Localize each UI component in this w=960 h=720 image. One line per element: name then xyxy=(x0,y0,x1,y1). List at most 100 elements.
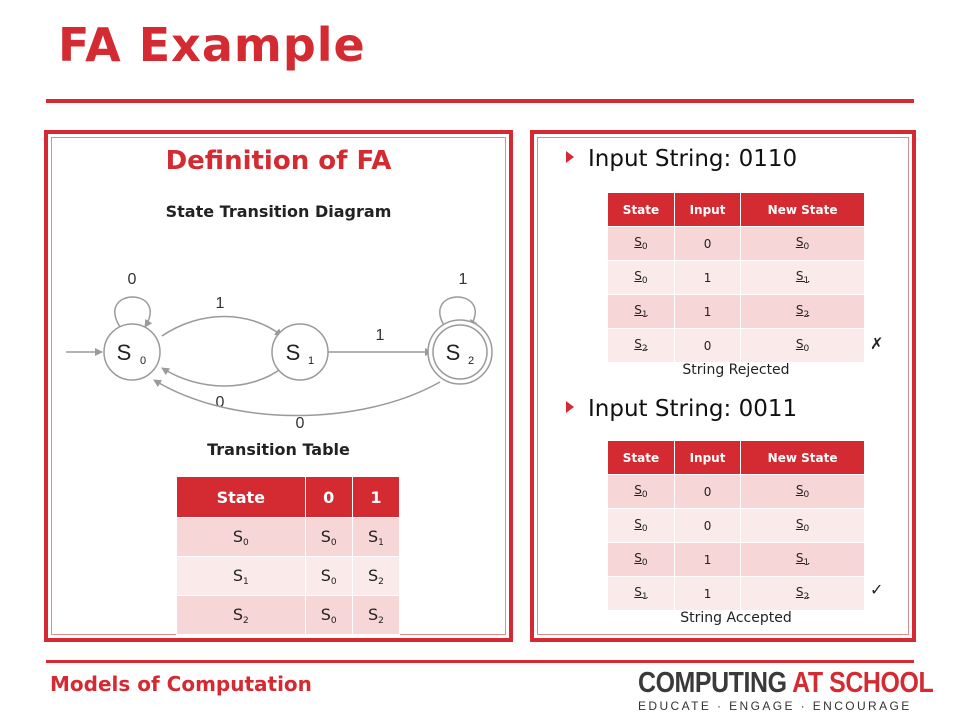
definition-panel-inner-border xyxy=(51,137,506,635)
state-s0-circle xyxy=(103,323,161,381)
state-s1-label: S xyxy=(286,340,301,365)
table-cell: S2 xyxy=(351,556,401,596)
edge-label-s1-s2: 1 xyxy=(376,327,385,344)
example2-result: String Accepted xyxy=(680,610,792,626)
computing-at-school-logo: COMPUTING AT SCHOOL EDUCATE · ENGAGE · E… xyxy=(638,667,934,714)
table-row: S1 S0 S2 xyxy=(176,556,401,596)
example1-heading-text: Input String: 0110 xyxy=(588,146,798,172)
header-input-0: 0 xyxy=(304,476,353,518)
state-s2-circle xyxy=(432,324,488,380)
table-cell: S1 xyxy=(351,517,401,557)
table-cell: S0 xyxy=(740,328,865,363)
diagram-title: State Transition Diagram xyxy=(165,202,392,221)
table-cell: S0 xyxy=(304,517,353,557)
transition-table: State 0 1 S0 S0 S1 S1 S0 S2 S2 S0 S2 xyxy=(176,476,401,635)
table-cell: S0 xyxy=(607,260,675,295)
state-s2-label: S xyxy=(446,340,461,365)
table-cell: S2 xyxy=(740,294,865,329)
table-cell: S0 xyxy=(607,508,675,543)
table-row: S2 0 S0 xyxy=(607,328,865,363)
table-cell: S2 xyxy=(176,595,306,635)
table-cell: S0 xyxy=(176,517,306,557)
table-cell: S1 xyxy=(607,294,675,329)
example1-table: State Input New State S0 0 S0 S0 1 S1 S1… xyxy=(607,192,865,363)
table-row: S1 1 S2 xyxy=(607,576,865,611)
table-cell: S1 xyxy=(740,542,865,577)
edge-s0-s1 xyxy=(161,315,283,337)
table-row: S0 0 S0 xyxy=(607,226,865,261)
edge-label-s0-self: 0 xyxy=(128,271,137,288)
table-cell: S1 xyxy=(176,556,306,596)
edge-label-s0-s1: 1 xyxy=(216,295,225,312)
table-cell: 1 xyxy=(673,576,742,611)
table-cell: S1 xyxy=(607,576,675,611)
transition-table-title: Transition Table xyxy=(207,440,350,459)
state-transition-diagram: 0 1 0 1 1 0 S 0 S 1 S 2 xyxy=(66,271,493,432)
col-input: Input xyxy=(673,440,742,475)
rejected-cross-icon: ✗ xyxy=(870,334,884,353)
col-input: Input xyxy=(673,192,742,227)
header-state: State xyxy=(176,476,306,518)
edge-label-s1-s0: 0 xyxy=(216,394,225,411)
table-cell: 0 xyxy=(673,226,742,261)
bullet-arrow-icon xyxy=(566,401,574,413)
state-s2-sub: 2 xyxy=(468,355,474,367)
definition-heading: Definition of FA xyxy=(165,146,392,176)
edge-s0-self xyxy=(114,296,153,328)
col-state: State xyxy=(607,440,675,475)
table-row: S2 S0 S2 xyxy=(176,595,401,635)
state-s0-sub: 0 xyxy=(140,355,146,367)
table-cell: S0 xyxy=(304,556,353,596)
example2-heading: Input String: 0011 xyxy=(566,396,797,422)
definition-panel: Definition of FA State Transition Diagra… xyxy=(44,130,513,642)
table-row: S0 1 S1 xyxy=(607,542,865,577)
col-new-state: New State xyxy=(740,192,865,227)
table-row: S0 0 S0 xyxy=(607,508,865,543)
table-cell: S0 xyxy=(607,542,675,577)
table-row: S0 0 S0 xyxy=(607,474,865,509)
edge-label-s2-s0: 0 xyxy=(296,415,305,432)
table-cell: S0 xyxy=(304,595,353,635)
edge-s2-self xyxy=(439,296,478,328)
logo-wordmark: COMPUTING AT SCHOOL xyxy=(638,667,934,699)
table-row: S0 1 S1 xyxy=(607,260,865,295)
accepted-check-icon: ✓ xyxy=(870,580,884,599)
examples-panel: Input String: 0110 State Input New State… xyxy=(530,130,916,642)
example1-table-header: State Input New State xyxy=(607,192,865,227)
state-s1-circle xyxy=(271,323,329,381)
table-cell: S2 xyxy=(740,576,865,611)
logo-part2: AT SCHOOL xyxy=(792,667,934,699)
table-cell: 1 xyxy=(673,542,742,577)
table-cell: 1 xyxy=(673,294,742,329)
logo-tagline: EDUCATE · ENGAGE · ENCOURAGE xyxy=(638,699,912,713)
table-cell: S0 xyxy=(740,474,865,509)
state-s0-label: S xyxy=(117,340,132,365)
bullet-arrow-icon xyxy=(566,151,574,163)
table-cell: S0 xyxy=(607,474,675,509)
table-cell: S0 xyxy=(740,226,865,261)
table-cell: S2 xyxy=(607,328,675,363)
footer-divider xyxy=(46,660,914,663)
table-cell: S2 xyxy=(351,595,401,635)
example2-table: State Input New State S0 0 S0 S0 0 S0 S0… xyxy=(607,440,865,611)
table-cell: 0 xyxy=(673,474,742,509)
col-new-state: New State xyxy=(740,440,865,475)
example1-heading: Input String: 0110 xyxy=(566,146,797,172)
logo-part1: COMPUTING xyxy=(638,667,793,699)
edge-label-s2-self: 1 xyxy=(459,271,468,288)
transition-table-header: State 0 1 xyxy=(176,476,401,518)
table-row: S1 1 S2 xyxy=(607,294,865,329)
examples-panel-inner-border xyxy=(537,137,909,635)
table-cell: 1 xyxy=(673,260,742,295)
edge-s1-s0 xyxy=(161,367,283,387)
example2-table-header: State Input New State xyxy=(607,440,865,475)
table-cell: S1 xyxy=(740,260,865,295)
state-s1-sub: 1 xyxy=(308,355,314,367)
title-divider xyxy=(46,99,914,103)
footer-course-name: Models of Computation xyxy=(50,672,312,696)
col-state: State xyxy=(607,192,675,227)
table-cell: 0 xyxy=(673,508,742,543)
example1-result: String Rejected xyxy=(682,362,790,378)
table-cell: S0 xyxy=(740,508,865,543)
table-cell: 0 xyxy=(673,328,742,363)
